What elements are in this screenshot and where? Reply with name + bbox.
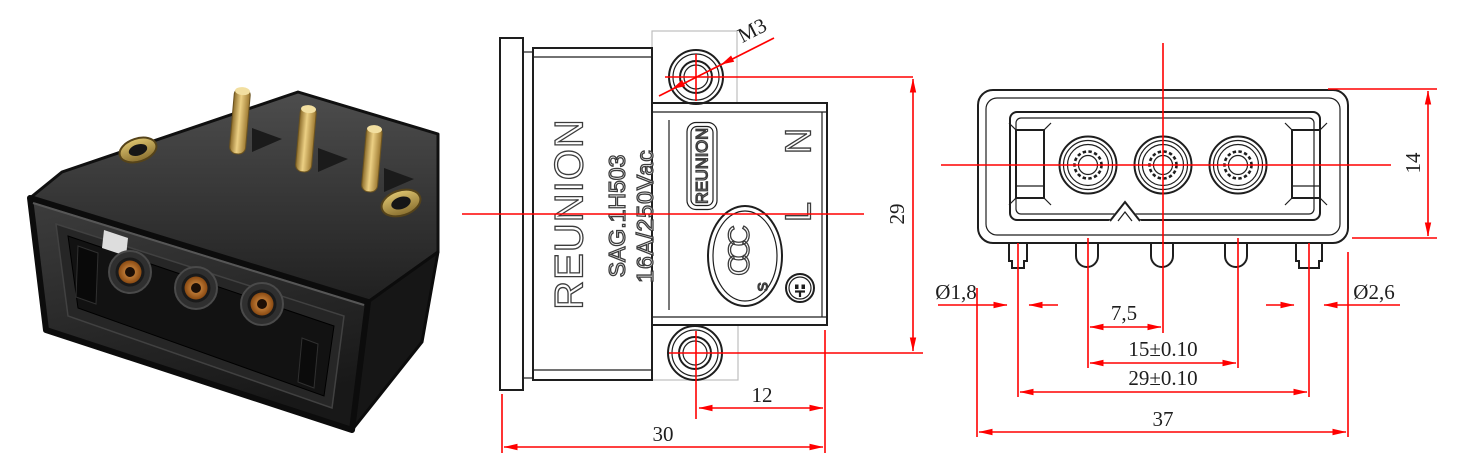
brand-badge-label: REUNION (693, 128, 711, 204)
fin (384, 168, 414, 192)
socket-contact-1 (108, 250, 152, 294)
rating-text: 16A/250Vac (632, 149, 658, 283)
dimension-29-pitch-label: 29±0.10 (1128, 366, 1197, 390)
front-recess-inner (1015, 117, 1315, 215)
ccc-logo-letters: CCC (723, 226, 756, 276)
dimension-dia-1-8-label: Ø1,8 (935, 280, 976, 304)
dimension-dia-2-6: Ø2,6 (1266, 280, 1400, 309)
fin (318, 148, 348, 172)
keying-notch (1108, 200, 1142, 222)
side-view-drawing: REUNION SAG.1H503 16A/250Vac REUNION N L… (462, 13, 923, 453)
screw-insert-left (118, 136, 158, 164)
ccc-logo-s: S (755, 282, 771, 291)
front-view-drawing: 14 Ø1,8 Ø2,6 7,5 15±0.10 29±0.10 37 (935, 43, 1437, 437)
dimension-dia-1-8: Ø1,8 (935, 280, 1058, 309)
dimension-height-14: 14 (1328, 88, 1437, 239)
dimension-height-29: 29 (885, 78, 917, 352)
product-photo (27, 87, 440, 433)
dimension-15-label: 15±0.10 (1128, 337, 1197, 361)
dimension-width-30: 30 (501, 394, 824, 453)
dimension-m3-thread: M3 (658, 13, 775, 97)
brand-badge: REUNION (686, 121, 718, 211)
dimension-width-37: 37 (978, 407, 1347, 436)
terminal-marking-l: L (778, 202, 819, 222)
terminal-marking-n: N (778, 128, 819, 154)
model-text: SAG.1H503 (604, 155, 630, 278)
fin (252, 128, 282, 152)
front-view-centerlines (941, 43, 1391, 437)
pin-3 (361, 125, 383, 193)
screw-insert-right (380, 188, 422, 218)
pin-1 (229, 87, 251, 155)
pin-2 (295, 105, 317, 173)
front-recess-outer (1009, 111, 1321, 221)
front-rim-highlight (32, 202, 365, 306)
dimension-14-label: 14 (1401, 152, 1425, 174)
socket-contact-2 (174, 266, 218, 310)
flange-step (522, 51, 534, 379)
dimension-pitch-15: 15±0.10 (1089, 337, 1237, 367)
dimension-pitch-7-5: 7,5 (1089, 301, 1162, 331)
dimension-dia-2-6-label: Ø2,6 (1353, 280, 1394, 304)
cavity-right-slot (297, 337, 319, 389)
end-slot-left (1008, 122, 1052, 206)
dimension-30-label: 30 (653, 422, 674, 446)
dimension-pitch-29: 29±0.10 (1019, 366, 1308, 396)
solder-pin-3 (1224, 243, 1248, 268)
solder-pin-1 (1075, 243, 1099, 268)
cert-mark-icon (785, 273, 815, 303)
dimension-7-5-label: 7,5 (1111, 301, 1137, 325)
socket-contact-3 (240, 282, 284, 326)
cavity-highlight (102, 230, 128, 256)
dimension-37-label: 37 (1153, 407, 1174, 431)
dimension-12-label: 12 (752, 383, 773, 407)
end-slot-right (1284, 122, 1328, 206)
cavity-left-slot (75, 245, 99, 305)
dimension-29-label: 29 (885, 204, 909, 225)
side-view-centerlines (462, 54, 923, 419)
ccc-certification-logo: CCC S (707, 205, 783, 307)
solder-pin-2 (1150, 243, 1174, 268)
dimension-hole-offset-12: 12 (698, 330, 826, 453)
